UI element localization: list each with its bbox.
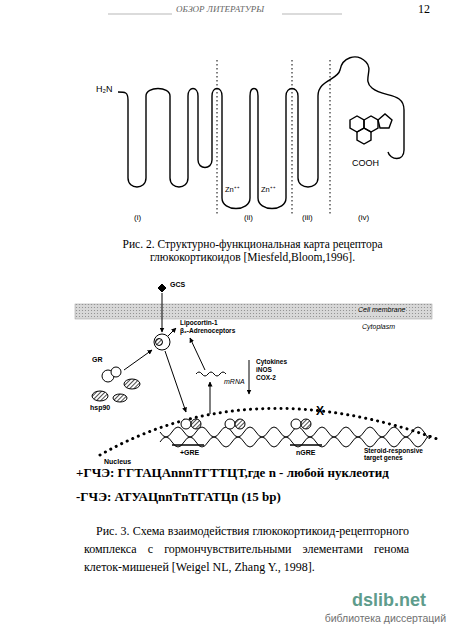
header-rule (282, 14, 342, 15)
domain-label: (ii) (244, 213, 253, 222)
protein-label: β₂-Adrenoceptors (180, 327, 235, 334)
compartment-label: Cell membrane (358, 306, 405, 314)
cell-scheme (92, 284, 440, 455)
receptor-map (118, 57, 404, 209)
protein-label: iNOS (256, 366, 272, 373)
block-mark: X (316, 405, 324, 419)
compartment-label: Nucleus (104, 458, 131, 466)
element-label: nGRE (296, 449, 315, 457)
watermark: dslib.net (352, 590, 426, 611)
zinc-label: Zn⁺⁺ (261, 186, 276, 195)
page-number: 12 (418, 3, 430, 17)
figure-caption: Рис. 3. Схема взаимодействия глюкокортик… (84, 522, 409, 576)
molecule-label: hsp90 (90, 404, 110, 412)
protein-label: COX-2 (256, 374, 276, 381)
watermark: библиотека диссертаций (325, 612, 446, 624)
gene-label: Steroid-responsive target genes (364, 447, 432, 462)
running-header: ОБЗОР ЛИТЕРАТУРЫ (176, 4, 264, 14)
domain-label: (iv) (358, 213, 369, 222)
molecule-label: mRNA (224, 378, 245, 386)
cell-membrane-band (75, 304, 432, 319)
zinc-label: Zn⁺⁺ (225, 186, 240, 195)
domain-label: (iii) (302, 213, 313, 222)
sequence-line: -ГЧЭ: АТУАЦnnТnТГАТЦn (15 bp) (76, 490, 281, 505)
protein-label: Lipocortin-1 (180, 319, 218, 326)
domain-label: (i) (134, 213, 141, 222)
domain-divider (217, 60, 330, 215)
terminus-label: H₂N (96, 84, 113, 94)
sequence-line: +ГЧЭ: ГГТАЦАnnnТГТТЦТ,где n - любой нукл… (76, 466, 389, 481)
compartment-label: Cytoplasm (362, 323, 395, 331)
protein-label: Cytokines (256, 358, 287, 365)
element-label: +GRE (180, 449, 199, 457)
figure-caption: Рис. 2. Структурно-функциональная карта … (90, 238, 415, 264)
molecule-label: GR (92, 356, 103, 364)
header-rule (108, 14, 172, 15)
molecule-label: GCS (170, 281, 185, 289)
terminus-label: COOH (352, 158, 379, 168)
